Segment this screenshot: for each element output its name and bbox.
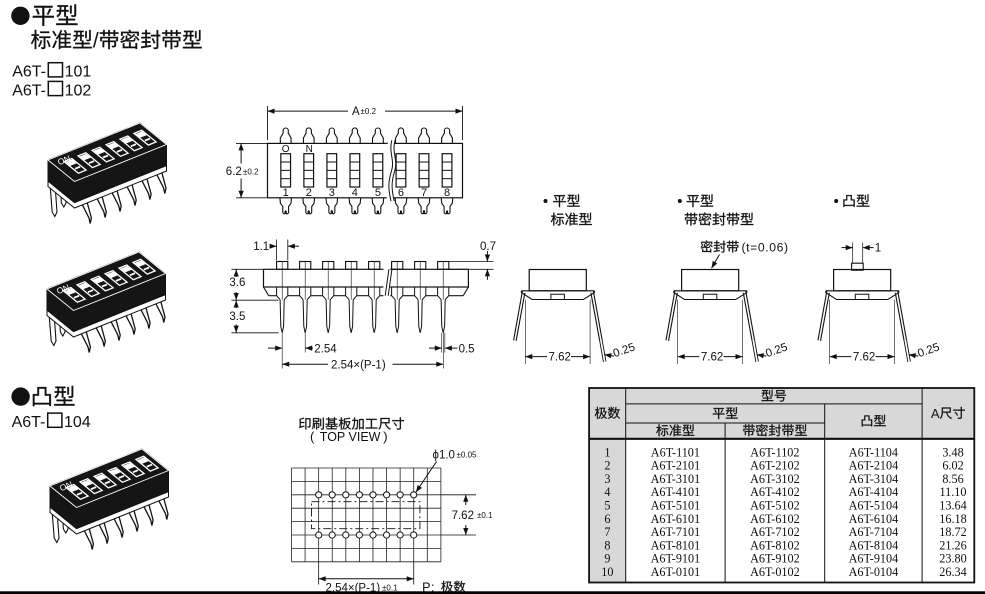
svg-text:A6T-1104: A6T-1104 — [849, 445, 898, 459]
svg-text:): ) — [383, 429, 387, 444]
svg-text:A6T-7104: A6T-7104 — [849, 525, 899, 539]
svg-text:A6T-0101: A6T-0101 — [651, 565, 701, 579]
svg-text:A6T-0104: A6T-0104 — [849, 565, 899, 579]
svg-text:7.62: 7.62 — [452, 510, 474, 522]
svg-text:±0.1: ±0.1 — [477, 511, 493, 520]
svg-text:ϕ1.0: ϕ1.0 — [433, 450, 455, 462]
svg-text:4: 4 — [604, 485, 610, 499]
svg-text:6: 6 — [398, 187, 404, 199]
svg-text:A6T-4102: A6T-4102 — [750, 485, 800, 499]
svg-text:±0.1: ±0.1 — [382, 584, 398, 593]
svg-text:2.54: 2.54 — [314, 343, 337, 355]
svg-text:5: 5 — [375, 187, 381, 199]
svg-text:1: 1 — [604, 445, 610, 459]
svg-text:A6T-3102: A6T-3102 — [750, 472, 800, 486]
svg-text:P: P — [422, 580, 430, 594]
svg-text:A6T-: A6T- — [12, 414, 46, 431]
svg-text:(t=0.06): (t=0.06) — [742, 241, 789, 255]
svg-text:0.5: 0.5 — [459, 343, 475, 355]
svg-text:101: 101 — [65, 64, 92, 81]
svg-text:A6T-7102: A6T-7102 — [750, 525, 800, 539]
svg-text:A6T-: A6T- — [12, 82, 46, 99]
svg-text:A6T-9102: A6T-9102 — [750, 552, 800, 566]
svg-text:A6T-5102: A6T-5102 — [750, 498, 800, 512]
svg-text:7: 7 — [421, 187, 427, 199]
svg-text:26.34: 26.34 — [939, 565, 966, 579]
svg-text:18.72: 18.72 — [939, 525, 966, 539]
svg-text:1: 1 — [283, 187, 289, 199]
svg-text:A6T-7101: A6T-7101 — [651, 525, 701, 539]
svg-text:8: 8 — [444, 187, 450, 199]
svg-text:N: N — [306, 144, 313, 155]
svg-text:A6T-2102: A6T-2102 — [750, 459, 800, 473]
svg-text:A6T-6104: A6T-6104 — [849, 512, 899, 526]
svg-text:6: 6 — [604, 512, 610, 526]
svg-text:A6T-9101: A6T-9101 — [651, 552, 701, 566]
svg-text:5: 5 — [604, 498, 610, 512]
svg-text:ON: ON — [55, 282, 71, 296]
svg-text:2: 2 — [306, 187, 312, 199]
svg-text:3: 3 — [604, 472, 610, 486]
svg-text:4: 4 — [352, 187, 358, 199]
svg-text:8: 8 — [604, 538, 610, 552]
svg-text:TOP VIEW: TOP VIEW — [320, 430, 381, 444]
svg-text:6.2: 6.2 — [226, 166, 242, 178]
svg-text:13.64: 13.64 — [939, 498, 966, 512]
svg-text:A6T-8102: A6T-8102 — [750, 538, 800, 552]
svg-text:A: A — [931, 406, 940, 421]
svg-text:104: 104 — [64, 414, 91, 431]
svg-text:3: 3 — [329, 187, 335, 199]
svg-text:1.1: 1.1 — [253, 241, 269, 253]
svg-text:A6T-2104: A6T-2104 — [849, 459, 899, 473]
svg-text:A6T-0102: A6T-0102 — [750, 565, 800, 579]
svg-text:±0.05: ±0.05 — [457, 451, 478, 460]
svg-text:10: 10 — [601, 565, 613, 579]
svg-text:A6T-1101: A6T-1101 — [651, 445, 700, 459]
svg-text:A6T-4101: A6T-4101 — [651, 485, 701, 499]
svg-text:3.48: 3.48 — [942, 445, 963, 459]
svg-text:ON: ON — [56, 153, 72, 167]
svg-text:2.54×(P-1): 2.54×(P-1) — [326, 582, 381, 594]
svg-text:A6T-4104: A6T-4104 — [849, 485, 899, 499]
svg-text:8.56: 8.56 — [942, 472, 963, 486]
svg-text:A6T-8104: A6T-8104 — [849, 538, 899, 552]
svg-text::: : — [431, 580, 434, 594]
svg-text:7.62: 7.62 — [853, 351, 875, 363]
svg-text:2: 2 — [604, 459, 610, 473]
svg-text:A: A — [352, 106, 360, 118]
svg-text:A6T-9104: A6T-9104 — [849, 552, 899, 566]
svg-text:A6T-8101: A6T-8101 — [651, 538, 701, 552]
svg-text:A6T-: A6T- — [12, 64, 46, 81]
svg-text:A6T-6102: A6T-6102 — [750, 512, 800, 526]
svg-text:O: O — [282, 144, 290, 155]
svg-text:7.62: 7.62 — [701, 351, 723, 363]
svg-text:A6T-5101: A6T-5101 — [651, 498, 701, 512]
svg-text:A6T-2101: A6T-2101 — [651, 459, 701, 473]
svg-text:A6T-3101: A6T-3101 — [651, 472, 701, 486]
svg-text:23.80: 23.80 — [939, 552, 966, 566]
svg-text:3.6: 3.6 — [229, 277, 245, 289]
svg-text:ON: ON — [58, 479, 74, 493]
svg-text:7: 7 — [604, 525, 610, 539]
svg-text:/: / — [93, 29, 99, 52]
svg-text:7.62: 7.62 — [549, 351, 571, 363]
svg-text:1: 1 — [875, 243, 881, 255]
svg-text:A6T-3104: A6T-3104 — [849, 472, 899, 486]
svg-text:A6T-1102: A6T-1102 — [750, 445, 799, 459]
svg-text:A6T-6101: A6T-6101 — [651, 512, 701, 526]
svg-text:±0.2: ±0.2 — [361, 107, 377, 116]
svg-text:21.26: 21.26 — [939, 538, 966, 552]
svg-text:2.54×(P-1): 2.54×(P-1) — [331, 359, 386, 371]
svg-text:±0.2: ±0.2 — [243, 167, 259, 176]
svg-text:(: ( — [310, 429, 315, 444]
svg-text:3.5: 3.5 — [229, 311, 245, 323]
svg-text:9: 9 — [604, 552, 610, 566]
svg-text:11.10: 11.10 — [940, 485, 967, 499]
svg-text:102: 102 — [65, 82, 92, 99]
svg-text:0.7: 0.7 — [480, 241, 496, 253]
svg-text:16.18: 16.18 — [939, 512, 966, 526]
svg-text:A6T-5104: A6T-5104 — [849, 498, 899, 512]
svg-text:6.02: 6.02 — [942, 459, 963, 473]
